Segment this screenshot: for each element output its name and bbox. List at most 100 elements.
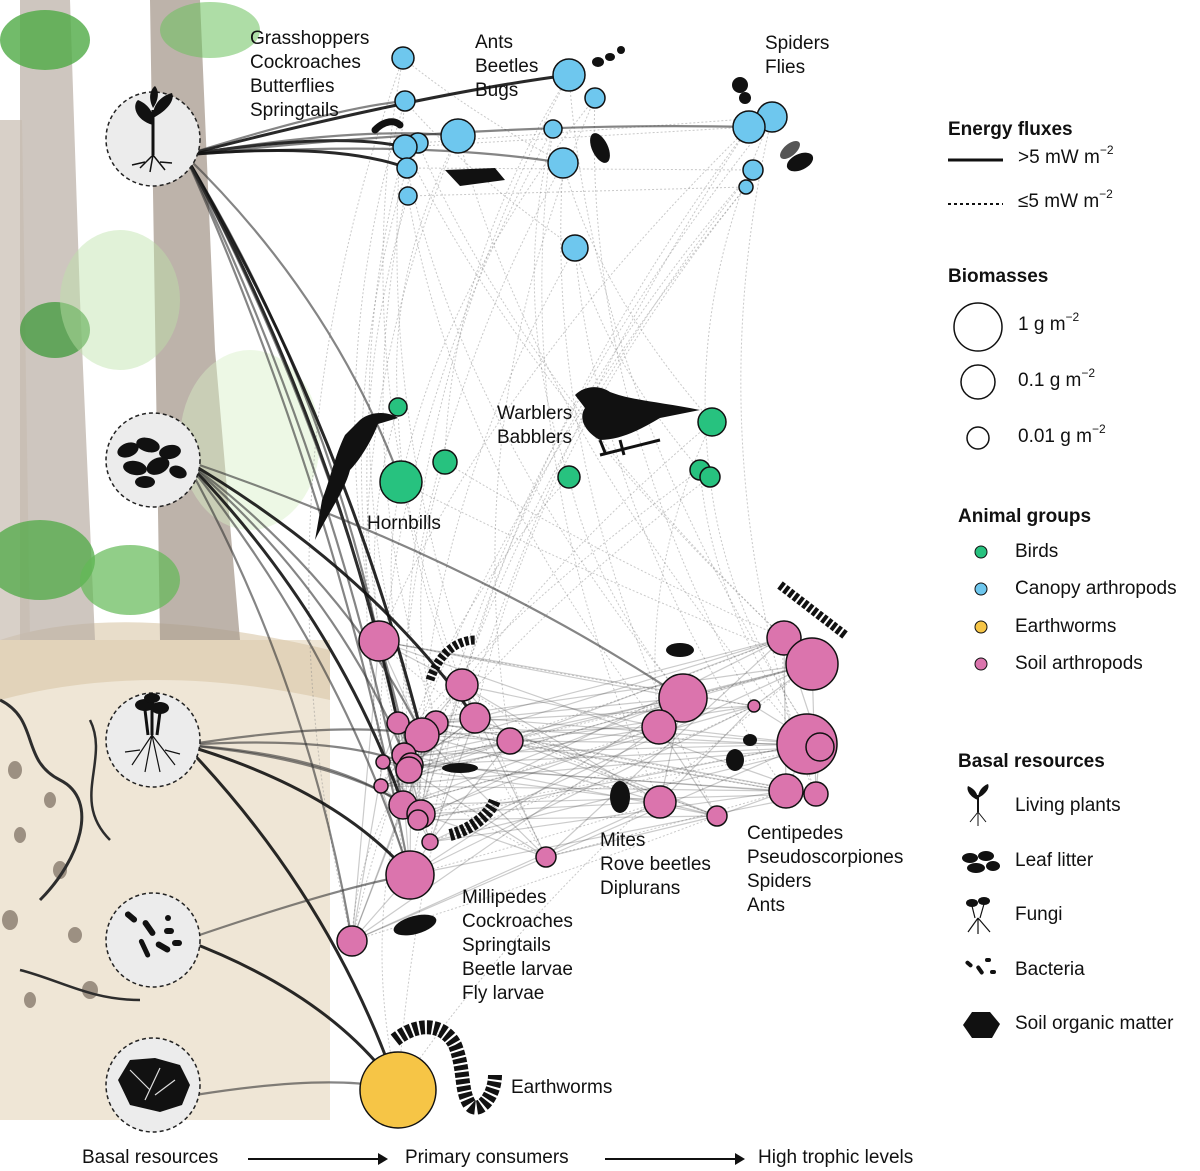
weak-flux-link: [366, 195, 412, 766]
soil-flux-link: [380, 785, 787, 792]
axis-primary-consumers: Primary consumers: [405, 1147, 569, 1168]
bird-node: [557, 465, 581, 489]
legend-biomass-0-01: 0.01 g m−2: [1018, 421, 1106, 447]
soil-arthropod-node: [535, 846, 557, 868]
strong-flux-link: [184, 459, 423, 736]
legend-graphics: [948, 158, 1003, 1038]
weak-flux-link: [360, 167, 408, 756]
soil-flux-link: [410, 746, 821, 766]
weak-flux-link: [740, 116, 817, 795]
soil-flux-link: [409, 705, 755, 876]
bird-node: [379, 460, 423, 504]
canopy-group-c-label: Spiders Flies: [765, 32, 829, 80]
soil-flux-link: [408, 726, 660, 771]
label-line: Cockroaches: [462, 911, 573, 932]
weak-flux-link: [541, 128, 661, 803]
weak-flux-link: [382, 57, 476, 719]
label-line: Fly larvae: [462, 983, 545, 1004]
weak-flux-link: [397, 126, 750, 1091]
legend-group-swatch: [974, 620, 988, 634]
soil-arthropod-node: [706, 805, 728, 827]
label-line: Spiders: [765, 33, 830, 54]
soil-flux-link: [351, 640, 380, 942]
canopy-arthropod-node: [738, 179, 754, 195]
legend-basal-leaf-litter: Leaf litter: [1015, 850, 1094, 871]
soil-flux-link: [545, 637, 785, 858]
legend-leaf-litter-icon: [962, 851, 1000, 873]
legend-groups-title: Animal groups: [958, 506, 1092, 527]
soil-flux-link: [351, 726, 660, 942]
soil-arthropod-node: [404, 717, 440, 753]
bacteria-icon: [124, 911, 182, 958]
strong-flux-link: [183, 458, 405, 806]
scorpion-icon: [666, 643, 694, 657]
soil-flux-link: [420, 726, 660, 815]
weak-flux-link: [408, 637, 785, 771]
weak-flux-link: [593, 97, 755, 707]
weak-flux-link: [378, 640, 755, 707]
legend-plant-icon: [967, 784, 989, 826]
soil-arthropod-node: [358, 620, 400, 662]
canopy-arthropod-node: [396, 157, 418, 179]
hornbill-icon: [315, 413, 398, 540]
axis-arrow-1: [248, 1153, 388, 1165]
axis-basal-resources: Basal resources: [82, 1147, 219, 1168]
legend-flux-weak: ≤5 mW m−2: [1018, 186, 1113, 212]
weak-flux-link: [407, 186, 747, 197]
label-line: Warblers: [497, 403, 573, 424]
soil-flux-link: [545, 815, 718, 858]
soil-arthropod-node: [496, 727, 524, 755]
fungi-icon: [124, 693, 181, 773]
soil-arthropod-node: [803, 781, 829, 807]
bird-node: [697, 407, 727, 437]
weak-flux-link: [654, 421, 713, 728]
soil-flux-link: [429, 790, 787, 843]
axis-high-trophic-levels: High trophic levels: [758, 1147, 914, 1168]
legend-bacteria-icon: [965, 958, 996, 975]
leaf-litter-node: [105, 412, 201, 508]
soil-arthropod-node: [805, 732, 835, 762]
weak-flux-link: [435, 722, 817, 795]
weak-flux-link: [533, 128, 570, 478]
strong-flux-link: [184, 459, 412, 876]
canopy-arthropod-node: [391, 46, 415, 70]
canopy-arthropod-node: [440, 118, 476, 154]
weak-flux-link: [390, 481, 423, 736]
soil-flux-link: [408, 740, 511, 771]
soil-flux-link: [402, 705, 755, 806]
weak-flux-link: [461, 684, 661, 803]
label-line: Beetle larvae: [462, 959, 573, 980]
warblers-label: Warblers Babblers: [497, 402, 572, 450]
legend-biomass-1: 1 g m−2: [1018, 309, 1080, 335]
caterpillar-icon: [371, 118, 404, 134]
soil-arthropod-node: [385, 850, 435, 900]
axis-arrow-2: [605, 1153, 745, 1165]
soil-arthropod-node: [407, 809, 429, 831]
earthworms-label: Earthworms: [511, 1077, 613, 1098]
legend-energy-title: Energy fluxes: [948, 119, 1073, 140]
canopy-arthropod-node: [394, 90, 416, 112]
weak-flux-link: [379, 128, 554, 787]
soil-flux-link: [410, 663, 813, 766]
soil-arthropod-node: [373, 778, 389, 794]
soil-flux-link: [417, 684, 463, 821]
label-line: Ants: [747, 895, 786, 916]
soil-flux-link: [378, 640, 684, 699]
label-line: Beetles: [475, 56, 539, 77]
weak-flux-link: [429, 705, 755, 843]
soil-flux-link: [351, 801, 661, 942]
weak-flux-link: [709, 476, 821, 748]
legend-basal-bacteria: Bacteria: [1015, 959, 1085, 980]
legend-biomass-title: Biomasses: [948, 266, 1049, 287]
strong-flux-link: [184, 459, 406, 756]
weak-flux-link: [402, 57, 564, 164]
label-line: Grasshoppers: [250, 28, 370, 49]
soil-flux-link: [474, 637, 785, 719]
soil-flux-link: [417, 815, 718, 821]
legend-flux-strong: >5 mW m−2: [1018, 142, 1114, 168]
soil-flux-link: [382, 697, 684, 763]
soil-flux-link: [659, 705, 755, 803]
canopy-arthropod-node: [398, 186, 418, 206]
